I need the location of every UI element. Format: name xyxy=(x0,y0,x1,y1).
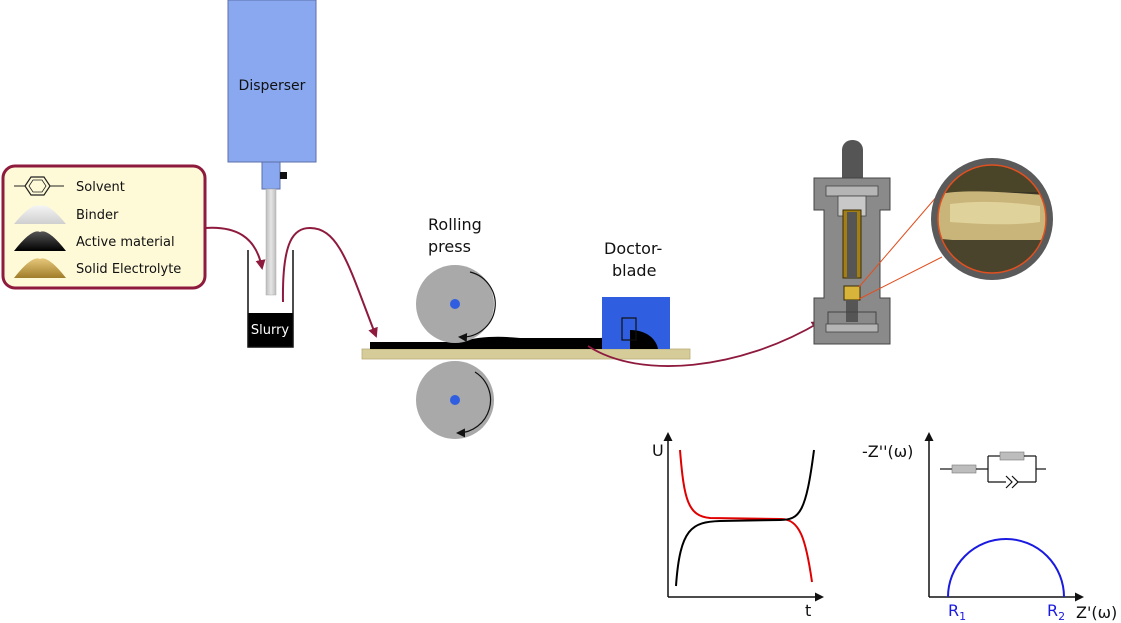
slurry-beaker: Slurry xyxy=(247,250,294,348)
legend-label-active-material: Active material xyxy=(76,235,175,250)
top-roller-rotation-arrow-icon xyxy=(458,271,496,342)
r2-label: R2 xyxy=(1047,601,1065,623)
parallel-resistor-icon xyxy=(999,451,1025,461)
equivalent-circuit-icon xyxy=(940,451,1046,489)
disperser-knob xyxy=(280,172,287,179)
bottom-roller-rotation-arrow-icon xyxy=(456,371,492,438)
doctor-blade-label-line2: blade xyxy=(612,261,656,280)
voltage-time-plot: U t xyxy=(652,432,824,620)
disperser-coupling xyxy=(261,161,281,190)
bottom-roller xyxy=(416,361,494,439)
cell-sample-pellet xyxy=(843,285,861,301)
rolling-press-label-line1: Rolling xyxy=(428,215,482,234)
materials-legend: Solvent Binder Active material Solid Ele… xyxy=(1,164,207,290)
charge-curve xyxy=(679,449,813,583)
doctor-blade-slot xyxy=(621,317,637,341)
zoom-line-lower xyxy=(858,256,943,300)
voltage-x-label: t xyxy=(805,601,811,620)
voltage-y-label: U xyxy=(652,441,664,460)
legend-label-solid-electrolyte: Solid Electrolyte xyxy=(76,262,181,277)
gold-powder-pile-icon xyxy=(14,258,66,278)
press-cell-cross-section xyxy=(813,140,891,345)
arrow-legend-to-slurry xyxy=(204,226,266,270)
discharge-curve xyxy=(675,449,815,587)
nyquist-semicircle xyxy=(947,538,1065,598)
cell-bottom-cap xyxy=(825,323,879,333)
legend-label-solvent: Solvent xyxy=(76,180,125,195)
r1-label: R1 xyxy=(948,601,966,623)
series-resistor-icon xyxy=(951,464,977,474)
cell-top-cap xyxy=(825,185,879,197)
top-roller-axle xyxy=(450,299,460,309)
micrograph-highlight xyxy=(950,201,1040,225)
benzene-ring-icon xyxy=(14,176,64,196)
cell-lower-punch xyxy=(846,300,858,322)
slurry-fill xyxy=(248,313,293,347)
constant-phase-element-icon xyxy=(1005,475,1019,489)
slurry-label: Slurry xyxy=(251,323,290,338)
disperser-shaft xyxy=(265,188,277,296)
bottom-roller-axle xyxy=(450,395,460,405)
doctor-blade xyxy=(602,297,670,349)
disperser-label: Disperser xyxy=(239,78,306,94)
coated-film xyxy=(370,335,655,349)
rolling-press-label-line2: press xyxy=(428,237,471,256)
white-powder-pile-icon xyxy=(14,205,66,224)
arrow-slurry-to-press xyxy=(281,226,378,338)
doctor-blade-label-line1: Doctor- xyxy=(604,239,662,258)
zoomed-micrograph xyxy=(931,158,1053,280)
nyquist-plot: -Z''(ω) Z'(ω) R1 R2 xyxy=(862,432,1117,623)
disperser: Disperser xyxy=(227,0,317,296)
nyquist-x-label: Z'(ω) xyxy=(1076,603,1117,622)
black-powder-pile-icon xyxy=(14,231,66,251)
zoom-inner-border xyxy=(937,164,1047,274)
legend-label-binder: Binder xyxy=(76,208,119,223)
substrate-foil xyxy=(361,348,691,360)
arrow-film-to-cell xyxy=(587,320,822,367)
zoom-line-upper xyxy=(858,187,945,288)
cell-upper-punch xyxy=(847,212,857,278)
top-roller xyxy=(416,265,496,343)
beaker-outline xyxy=(247,250,294,348)
doctor-blade-slurry xyxy=(630,330,658,349)
nyquist-y-label: -Z''(ω) xyxy=(862,442,913,461)
